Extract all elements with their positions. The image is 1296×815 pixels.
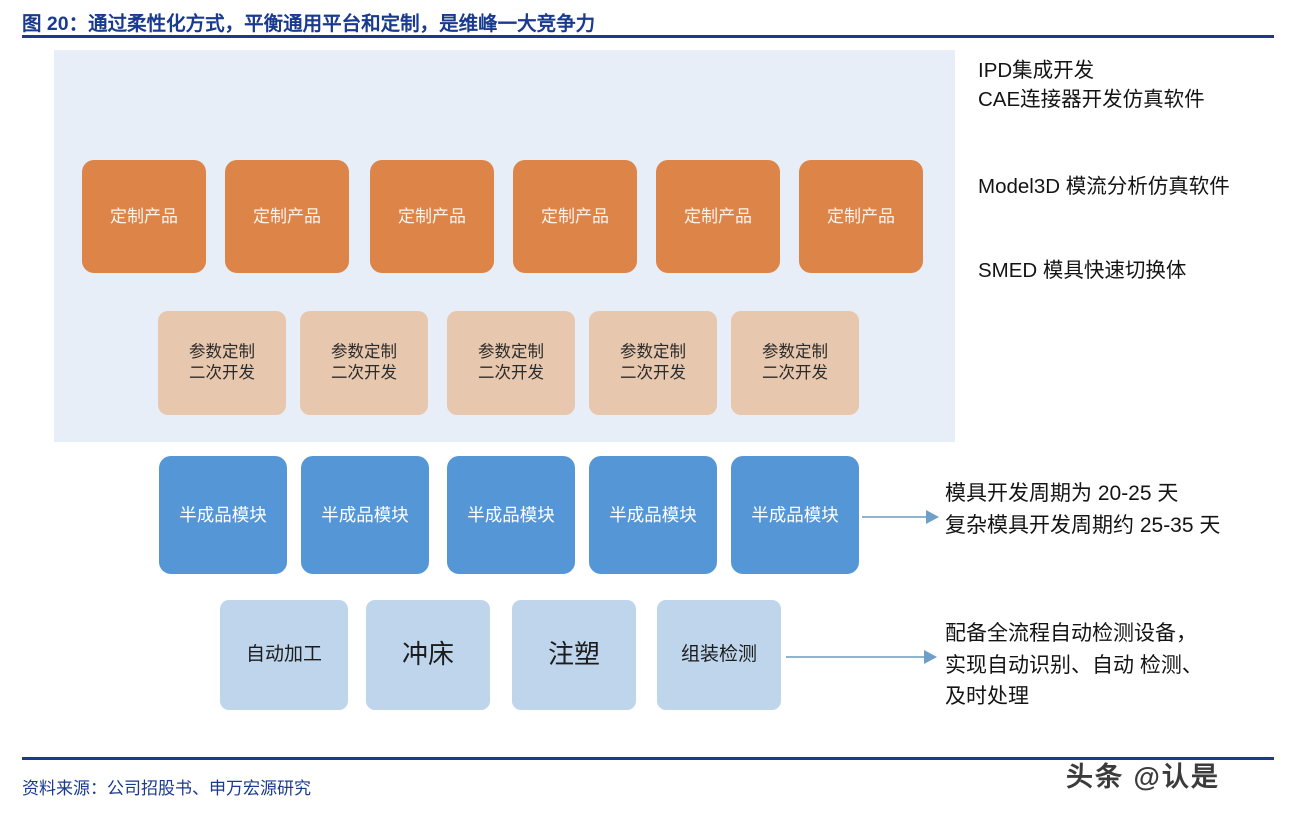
arrow-right-icon-auto-inspection bbox=[786, 647, 938, 667]
custom-product-box-2[interactable]: 定制产品 bbox=[225, 160, 349, 273]
process-box-assembly-inspection[interactable]: 组装检测 bbox=[657, 600, 781, 710]
semi-finished-module-box-1[interactable]: 半成品模块 bbox=[159, 456, 287, 574]
custom-product-box-5[interactable]: 定制产品 bbox=[656, 160, 780, 273]
note-smed: SMED 模具快速切换体 bbox=[978, 259, 1187, 282]
custom-product-box-3[interactable]: 定制产品 bbox=[370, 160, 494, 273]
note-mold-cycle: 模具开发周期为 20-25 天 复杂模具开发周期约 25-35 天 bbox=[945, 482, 1221, 537]
semi-finished-module-box-4[interactable]: 半成品模块 bbox=[589, 456, 717, 574]
title-divider bbox=[22, 35, 1274, 38]
watermark-label: 头条 @认是 bbox=[1066, 762, 1220, 792]
parametric-custom-box-2[interactable]: 参数定制 二次开发 bbox=[300, 311, 428, 415]
note-ipd-cae: IPD集成开发 CAE连接器开发仿真软件 bbox=[978, 59, 1205, 112]
custom-product-box-1[interactable]: 定制产品 bbox=[82, 160, 206, 273]
note-auto-inspection: 配备全流程自动检测设备， 实现自动识别、自动 检测、 及时处理 bbox=[945, 622, 1203, 708]
arrow-right-icon-mold-cycle bbox=[862, 507, 940, 527]
semi-finished-module-box-2[interactable]: 半成品模块 bbox=[301, 456, 429, 574]
footer-divider bbox=[22, 757, 1274, 760]
parametric-custom-box-3[interactable]: 参数定制 二次开发 bbox=[447, 311, 575, 415]
source-note: 资料来源：公司招股书、申万宏源研究 bbox=[22, 779, 311, 798]
parametric-custom-box-4[interactable]: 参数定制 二次开发 bbox=[589, 311, 717, 415]
page-title: 图 20：通过柔性化方式，平衡通用平台和定制，是维峰一大竞争力 bbox=[22, 13, 596, 35]
parametric-custom-box-1[interactable]: 参数定制 二次开发 bbox=[158, 311, 286, 415]
process-box-auto-machining[interactable]: 自动加工 bbox=[220, 600, 348, 710]
note-model3d: Model3D 模流分析仿真软件 bbox=[978, 175, 1230, 198]
custom-product-box-6[interactable]: 定制产品 bbox=[799, 160, 923, 273]
semi-finished-module-box-3[interactable]: 半成品模块 bbox=[447, 456, 575, 574]
process-box-injection-molding[interactable]: 注塑 bbox=[512, 600, 636, 710]
parametric-custom-box-5[interactable]: 参数定制 二次开发 bbox=[731, 311, 859, 415]
process-box-stamping-press[interactable]: 冲床 bbox=[366, 600, 490, 710]
semi-finished-module-box-5[interactable]: 半成品模块 bbox=[731, 456, 859, 574]
custom-product-box-4[interactable]: 定制产品 bbox=[513, 160, 637, 273]
